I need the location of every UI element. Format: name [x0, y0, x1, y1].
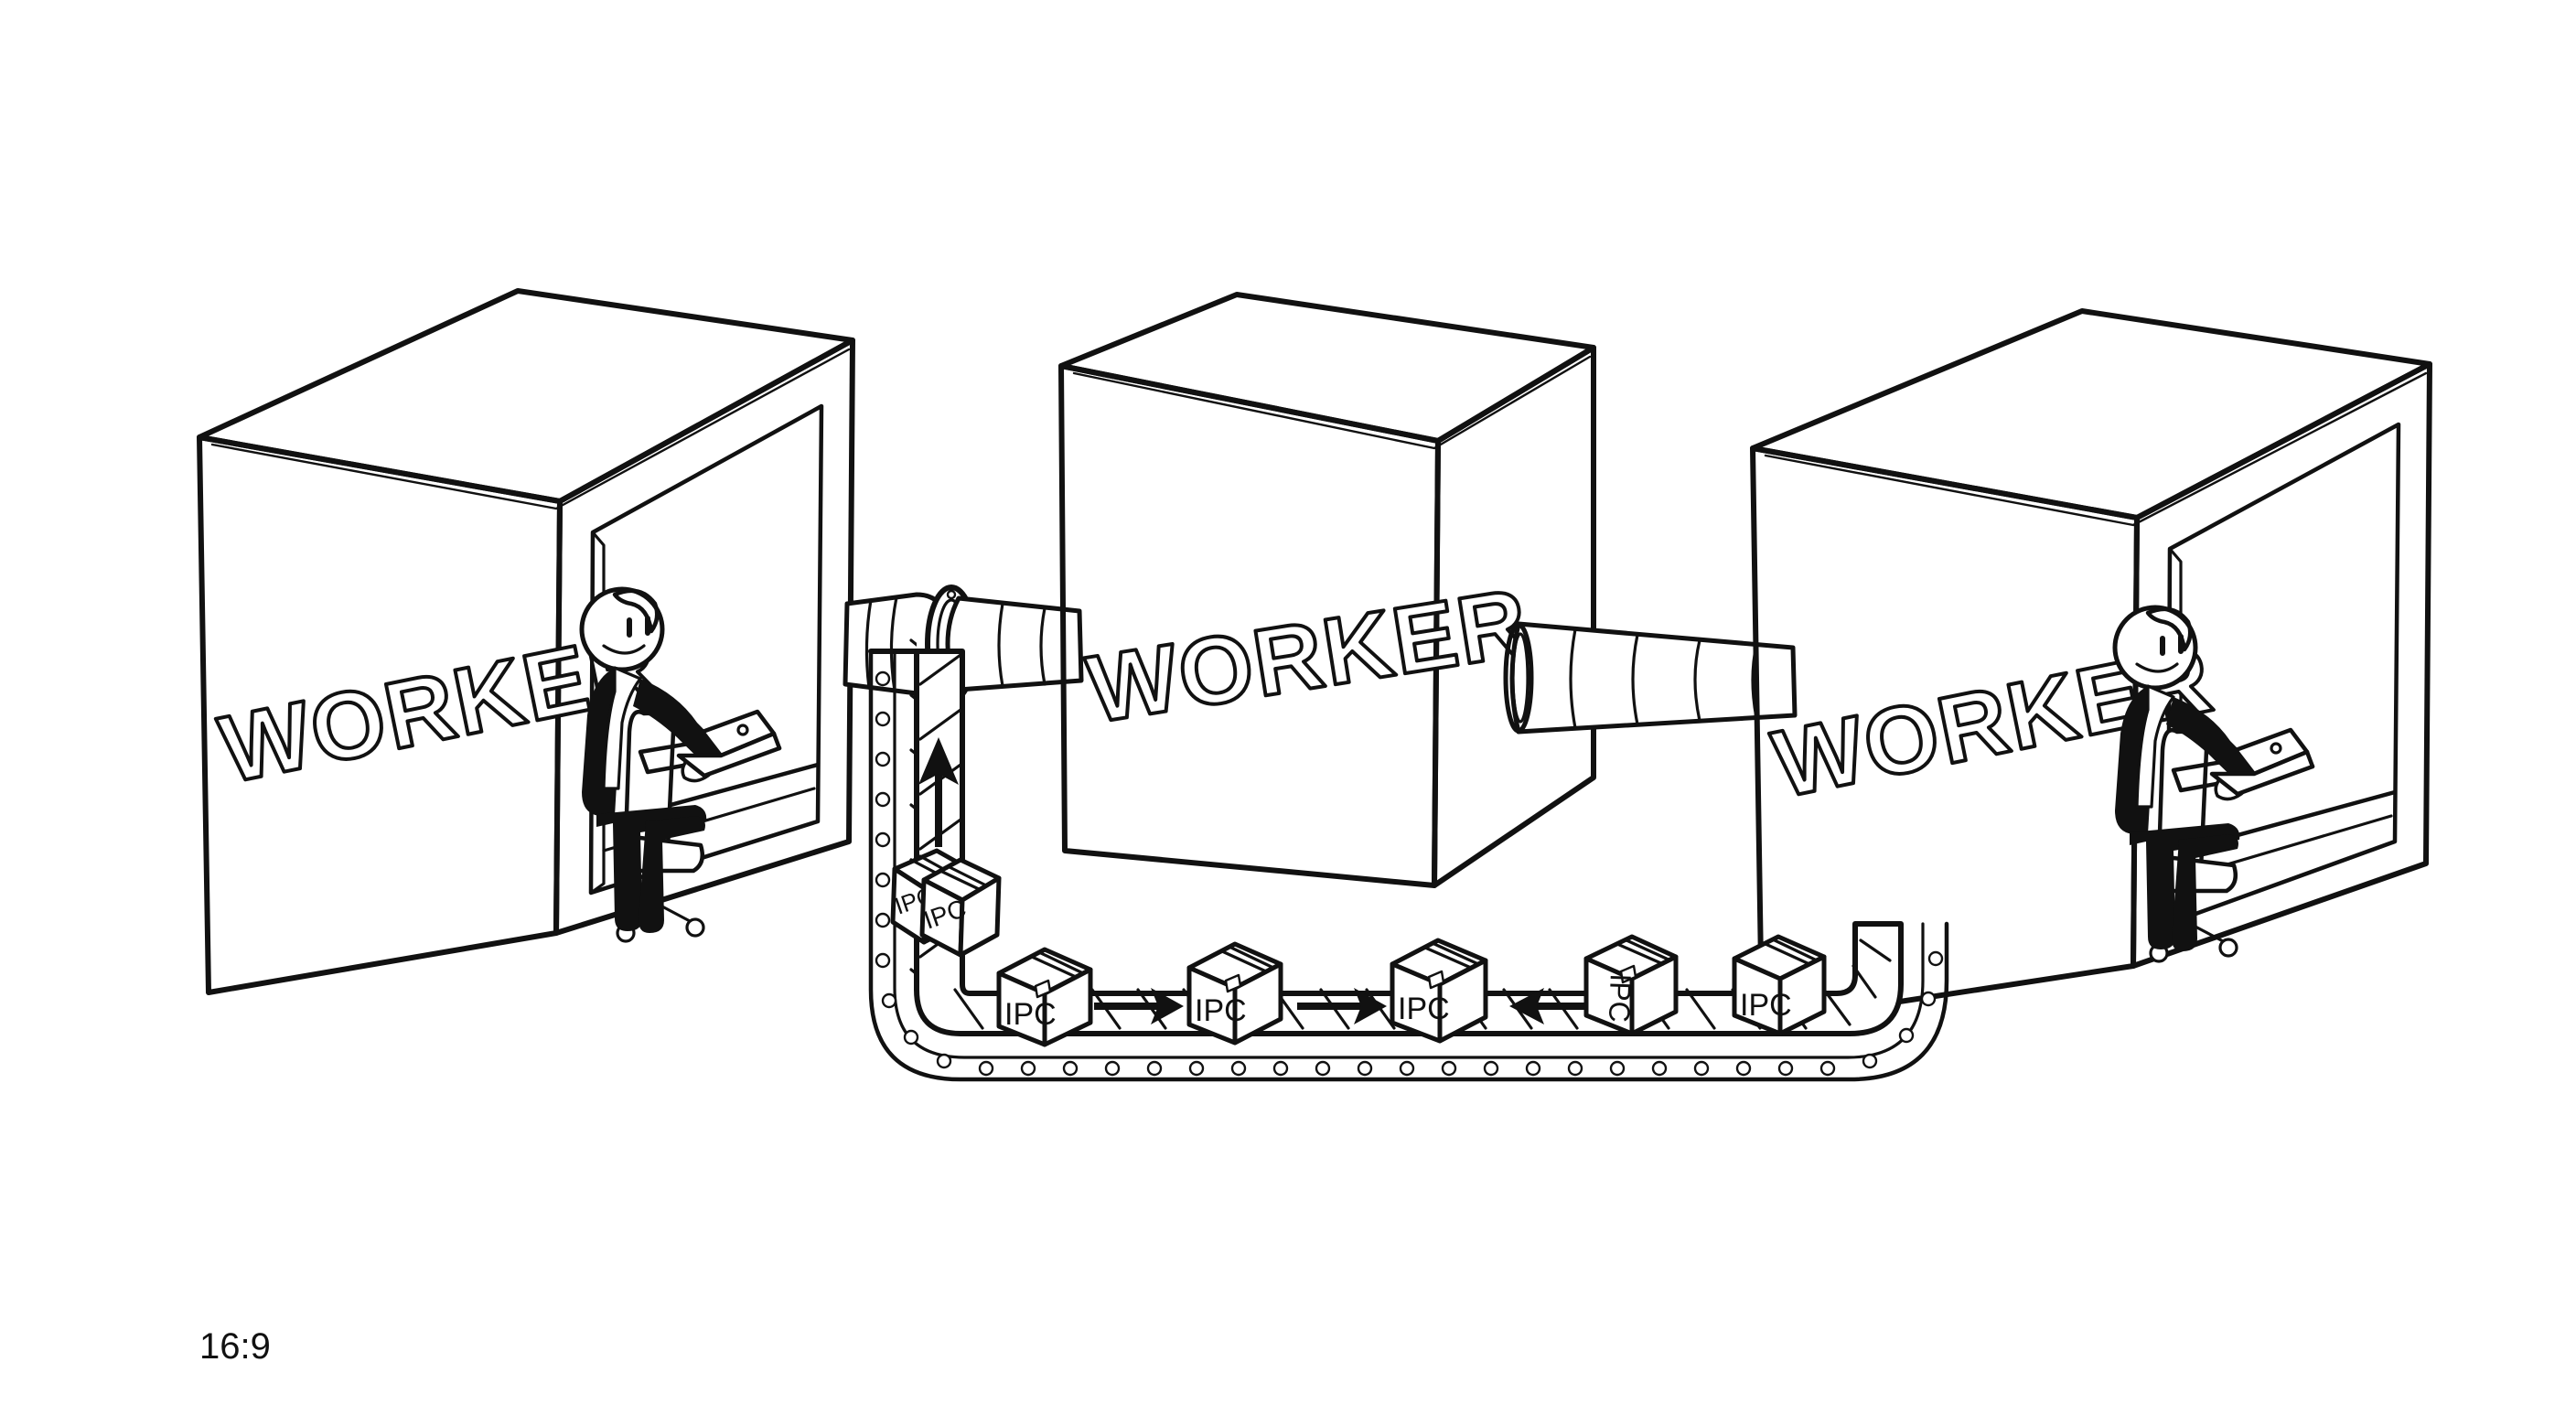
- ipc-5-tape: [1764, 938, 1819, 966]
- ipc-2-tape: [1220, 946, 1275, 973]
- smile-right: [2135, 662, 2179, 673]
- hair-left: [612, 588, 660, 634]
- hair-right: [2145, 606, 2193, 652]
- cube-left-inner-top-edge: [210, 348, 851, 510]
- arm-right: [2166, 697, 2261, 792]
- shirt-right: [2135, 684, 2175, 809]
- laptop-keyboard-right: [2209, 749, 2315, 797]
- aspect-ratio-label: 16:9: [199, 1326, 271, 1367]
- pipe-middle-to-right: [1503, 621, 1798, 735]
- ipc-box-2[interactable]: IPC: [1186, 941, 1283, 1046]
- legs-left: [596, 805, 707, 931]
- cube-right-inner-top-edge: [1764, 371, 2428, 527]
- arrow-right-1: [1094, 988, 1184, 1024]
- pipe-left-rib-4: [1039, 606, 1046, 686]
- shirt-left: [602, 666, 642, 790]
- pipe-left-rib-1: [864, 598, 873, 690]
- conveyor-rollers-bottom: [978, 950, 1944, 1077]
- ipc-vf-tape: [939, 865, 988, 891]
- worker-cube-left[interactable]: WORKER: [197, 288, 855, 995]
- pipe-right-rib-3: [1693, 638, 1701, 723]
- laptop-logo-left: [736, 724, 749, 736]
- laptop-logo-right: [2270, 742, 2282, 755]
- eyes-left: [627, 616, 650, 638]
- ipc-1-tape: [1030, 951, 1085, 979]
- pipe-right-rib-1: [1569, 627, 1577, 730]
- ipc-box-1[interactable]: IPC: [996, 947, 1093, 1047]
- cube-middle-side-face: [1432, 345, 1596, 888]
- conveyor-roller-rail-inner: [893, 649, 1925, 1059]
- conveyor-roller-rail: [868, 649, 1949, 1082]
- leg2-right: [2172, 834, 2238, 951]
- eyes-right: [2160, 634, 2184, 656]
- cube-middle-label: WORKER: [1079, 567, 1538, 745]
- conveyor-rollers-vertical: [875, 670, 952, 1069]
- person-at-laptop-right: [2112, 605, 2315, 963]
- ipc-1-flap: [1034, 979, 1052, 999]
- ipc-4-flap: [1619, 964, 1637, 984]
- pipe-left-rib-3: [997, 602, 1004, 688]
- person-at-laptop-left: [579, 586, 782, 943]
- cube-middle-inner-top-edge: [1072, 355, 1592, 450]
- pipe-right-end-inner: [1511, 632, 1530, 724]
- worker-cube-right[interactable]: WORKER: [1750, 308, 2432, 1025]
- ipc-4-tape: [1615, 938, 1672, 966]
- ipc-1-label: IPC: [1004, 997, 1057, 1032]
- ipc-box-vertical-front[interactable]: IPC: [919, 857, 1002, 958]
- ipc-box-3[interactable]: IPC: [1390, 938, 1488, 1044]
- ipc-box-4-rotated[interactable]: IPC: [1583, 934, 1679, 1036]
- legs-right: [2130, 823, 2240, 949]
- arrow-up-vertical: [918, 737, 959, 847]
- arrow-right-2: [1297, 988, 1387, 1024]
- cube-left-right-face: [553, 338, 855, 936]
- ipc-4-label: IPC: [1603, 973, 1637, 1024]
- ipc-2-flap: [1224, 973, 1242, 993]
- pipe-right-rib-2: [1631, 633, 1639, 726]
- ipc-5-label: IPC: [1740, 988, 1792, 1023]
- chair-wheel-right-2: [2218, 938, 2238, 958]
- ipc-3-flap: [1427, 970, 1445, 990]
- chair-wheel-left-2: [685, 917, 705, 938]
- svg-text:WORKER: WORKER: [1080, 569, 1536, 744]
- flange-bolt-1: [946, 589, 957, 600]
- worker-cube-middle[interactable]: WORKER: [1058, 292, 1596, 888]
- ipc-3-tape: [1423, 942, 1480, 970]
- ipc-3-label: IPC: [1398, 992, 1450, 1026]
- ipc-box-5[interactable]: IPC: [1732, 934, 1827, 1036]
- arm-left: [633, 679, 728, 774]
- laptop-keyboard-left: [676, 731, 782, 778]
- ipc-2-label: IPC: [1195, 993, 1247, 1028]
- pipe-right-end-cap: [1503, 622, 1534, 734]
- smile-left: [602, 644, 646, 655]
- arrow-left-1: [1509, 988, 1601, 1024]
- leg2-left: [639, 816, 705, 933]
